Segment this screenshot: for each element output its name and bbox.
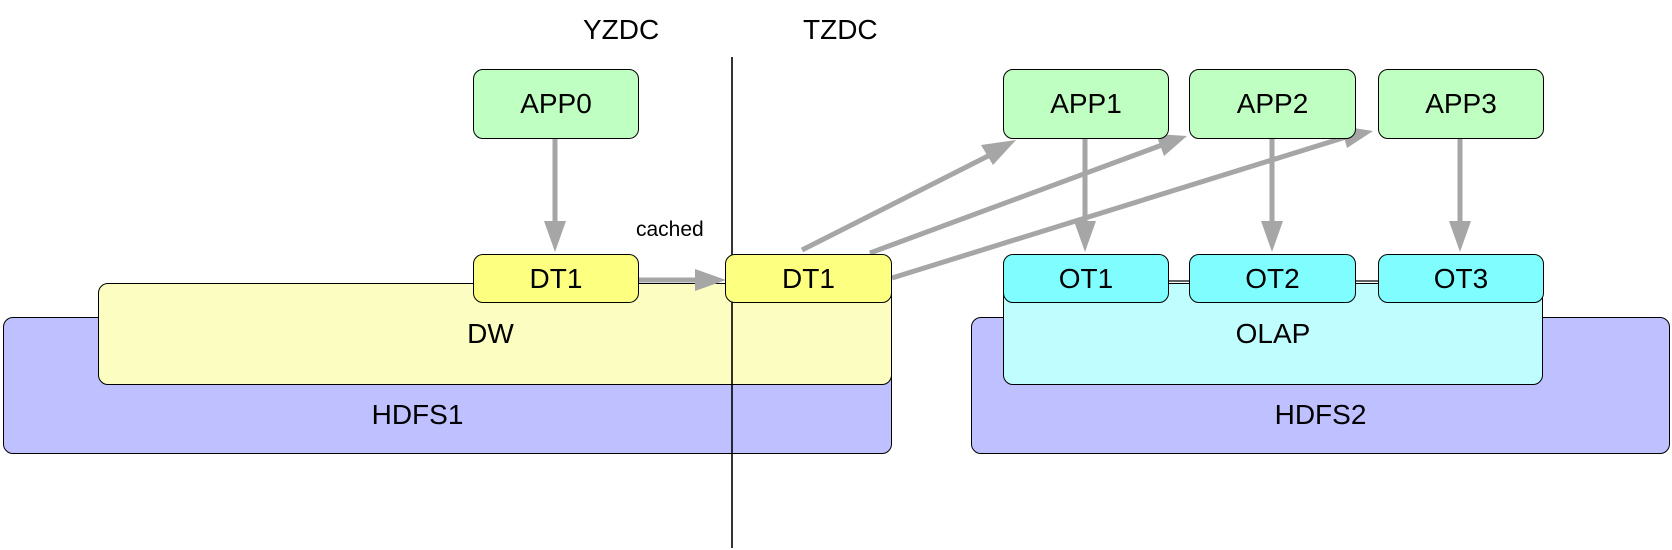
cached-label: cached — [636, 218, 704, 241]
app0-box: APP0 — [473, 69, 639, 139]
app0-label: APP0 — [520, 88, 592, 119]
app2-to-ot2-arrowhead — [1261, 221, 1283, 252]
dt1-right-box: DT1 — [725, 254, 892, 303]
hdfs1-label: HDFS1 — [371, 399, 464, 430]
dw-label: DW — [467, 318, 514, 349]
hdfs2-label: HDFS2 — [1274, 399, 1367, 430]
ot1-label: OT1 — [1058, 262, 1114, 294]
dt1-to-app2-arrow — [869, 142, 1163, 256]
region-right-label: TZDC — [803, 14, 878, 45]
ot3-box: OT3 — [1378, 254, 1544, 303]
app3-box: APP3 — [1378, 69, 1544, 139]
dt1-left-box: DT1 — [473, 254, 639, 303]
dt1-to-app2-arrowhead — [1156, 134, 1187, 156]
ot2-label: OT2 — [1245, 262, 1300, 294]
dt1-to-app1-arrowhead — [981, 140, 1016, 165]
dt1-right-label: DT1 — [782, 262, 835, 294]
app1-box: APP1 — [1003, 69, 1169, 139]
app2-label: APP2 — [1236, 88, 1309, 119]
app3-to-ot3-arrowhead — [1449, 221, 1471, 252]
dt1-left-label: DT1 — [529, 262, 583, 294]
cached-arrowhead — [695, 269, 726, 291]
app0-to-dt1-arrowhead — [544, 221, 566, 252]
olap-label: OLAP — [1235, 318, 1311, 349]
app1-label: APP1 — [1050, 88, 1122, 119]
app3-label: APP3 — [1425, 88, 1497, 119]
ot2-box: OT2 — [1189, 254, 1356, 303]
ot1-box: OT1 — [1003, 254, 1169, 303]
dt1-to-app1-arrow — [800, 152, 992, 253]
ot3-label: OT3 — [1433, 262, 1489, 294]
app2-box: APP2 — [1189, 69, 1356, 139]
app1-to-ot1-arrowhead — [1074, 221, 1096, 252]
region-left-label: YZDC — [583, 14, 660, 45]
